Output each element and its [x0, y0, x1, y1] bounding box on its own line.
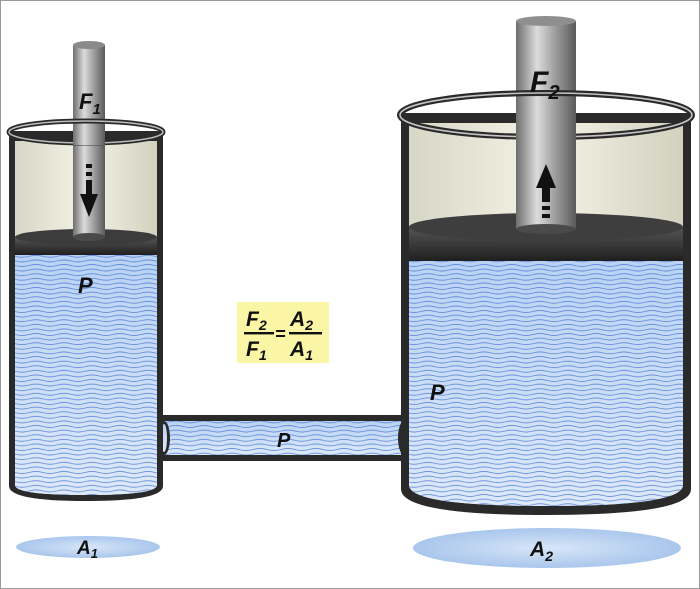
up-arrow-icon — [536, 164, 556, 218]
formula-fraction-bar-right — [289, 332, 322, 335]
area-small-label: A1 — [76, 538, 98, 561]
formula-denominator-left: F1 — [246, 338, 267, 364]
small-cylinder — [6, 41, 166, 501]
area-large-label: A2 — [529, 538, 553, 565]
pressure-label-tube: P — [277, 430, 291, 452]
force-large-label: F2 — [530, 66, 560, 104]
pressure-label-large-cylinder: P — [430, 380, 445, 405]
formula-denominator-right: A1 — [289, 338, 313, 364]
small-area-ellipse — [16, 536, 160, 558]
large-area-ellipse — [413, 528, 681, 568]
down-arrow-icon — [80, 164, 98, 217]
formula-numerator-right: A2 — [289, 308, 313, 334]
pressure-formula: F2 F1 = A2 A1 — [237, 302, 329, 364]
formula-fraction-bar-left — [244, 332, 274, 335]
formula-numerator-left: F2 — [246, 308, 267, 334]
pressure-label-small-cylinder: P — [78, 273, 93, 298]
connecting-tube — [158, 415, 410, 461]
force-small-label: F1 — [79, 89, 101, 118]
formula-equals: = — [275, 324, 286, 344]
large-cylinder — [397, 16, 695, 515]
